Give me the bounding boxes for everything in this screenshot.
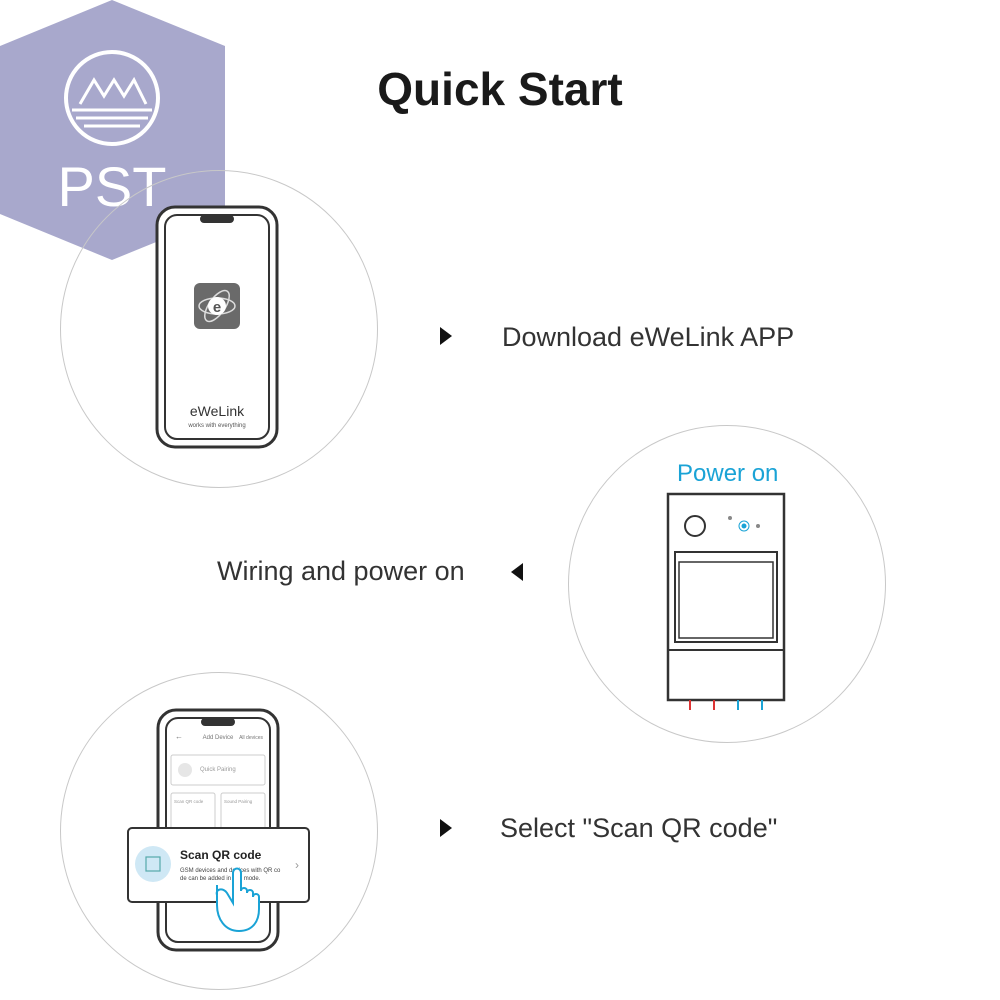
- app-icon-letter: e: [213, 299, 221, 316]
- quick-pairing-option: Quick Pairing: [200, 767, 236, 773]
- hand-pointer-icon: [215, 867, 260, 933]
- triangle-left-icon: [511, 563, 523, 581]
- smart-switch-device: [666, 492, 786, 710]
- app-tagline: works with everything: [187, 423, 245, 429]
- add-device-header: Add Device: [203, 735, 234, 741]
- svg-text:›: ›: [295, 858, 299, 872]
- step1-label: Download eWeLink APP: [502, 322, 795, 352]
- button-icon: [684, 515, 706, 537]
- power-on-label: Power on: [677, 460, 779, 487]
- sound-pairing-option: Sound Pairing: [224, 799, 253, 804]
- mountain-icon: [64, 50, 160, 146]
- display-screen: [678, 561, 774, 639]
- triangle-right-icon: [440, 327, 452, 345]
- phone-app-illustration: e eWeLink works with everything: [155, 205, 279, 449]
- led-indicator-icon: [741, 523, 747, 529]
- qr-scan-icon: [135, 846, 171, 882]
- svg-text:←: ←: [175, 732, 183, 741]
- popup-desc-2: de can be added in this mode.: [180, 876, 261, 882]
- popup-title: Scan QR code: [180, 848, 262, 862]
- step2-circle: [568, 425, 886, 743]
- step1-circle: [60, 170, 378, 488]
- popup-desc-1: GSM devices and devices with QR co: [180, 868, 281, 874]
- phone-scan-illustration: ← Add Device All devices Quick Pairing S…: [127, 708, 310, 952]
- step3-circle: [60, 672, 378, 990]
- step3-label: Select "Scan QR code": [500, 813, 778, 843]
- scan-qr-small: Scan QR code: [174, 799, 204, 804]
- all-devices-link: All devices: [239, 735, 263, 741]
- app-name: eWeLink: [190, 403, 245, 419]
- step2-label: Wiring and power on: [217, 556, 465, 586]
- triangle-right-icon: [440, 819, 452, 837]
- page-title: Quick Start: [377, 63, 623, 115]
